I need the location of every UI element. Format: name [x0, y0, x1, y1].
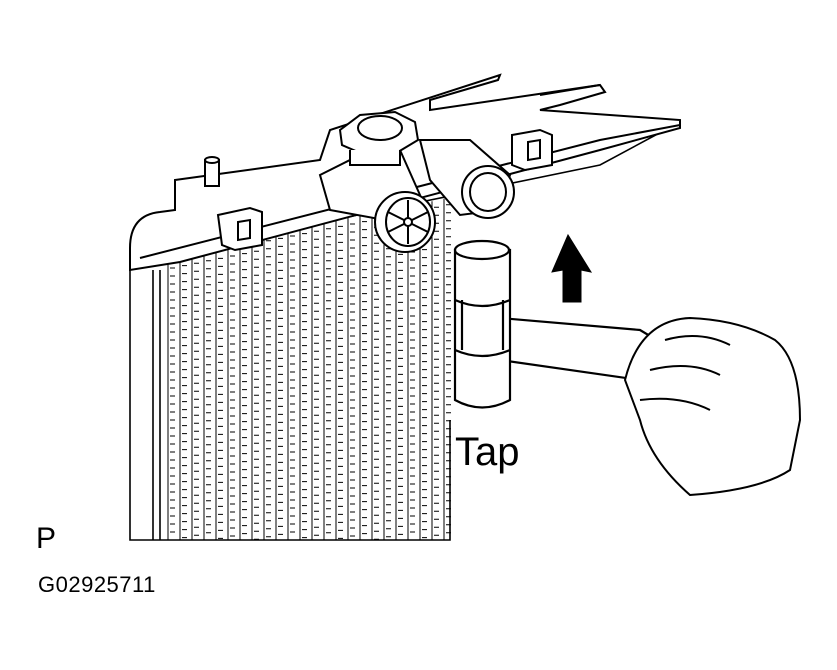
fin-column — [170, 259, 175, 533]
fin-column — [398, 213, 403, 535]
fin-column — [326, 228, 331, 534]
fin-column — [314, 230, 319, 536]
fin-column — [434, 206, 439, 536]
fin-column — [194, 254, 199, 536]
fin-column — [230, 247, 235, 537]
mallet-icon — [453, 239, 662, 409]
fin-column — [290, 235, 295, 533]
radiator-fins — [167, 198, 451, 540]
fin-column — [362, 221, 367, 535]
radiator-core — [129, 129, 666, 541]
figure-code-label: G02925711 — [38, 572, 156, 597]
up-arrow-icon — [551, 233, 593, 303]
fin-column — [446, 204, 451, 534]
hand-icon — [623, 316, 802, 497]
fin-column — [350, 223, 355, 537]
fin-column — [182, 257, 187, 539]
fin-column — [218, 249, 223, 539]
fin-column — [422, 209, 427, 539]
fin-column — [410, 211, 415, 533]
fin-column — [386, 216, 391, 538]
fin-column — [338, 225, 343, 539]
radiator-cap-assembly — [318, 110, 515, 253]
fin-column — [242, 245, 247, 535]
fin-column — [278, 237, 283, 535]
fin-column — [302, 233, 307, 539]
fin-column — [254, 242, 259, 540]
view-marker-label: P — [36, 522, 57, 555]
fin-column — [206, 252, 211, 534]
fin-column — [266, 240, 271, 538]
fin-column — [374, 218, 379, 540]
tap-label: Tap — [455, 430, 520, 474]
